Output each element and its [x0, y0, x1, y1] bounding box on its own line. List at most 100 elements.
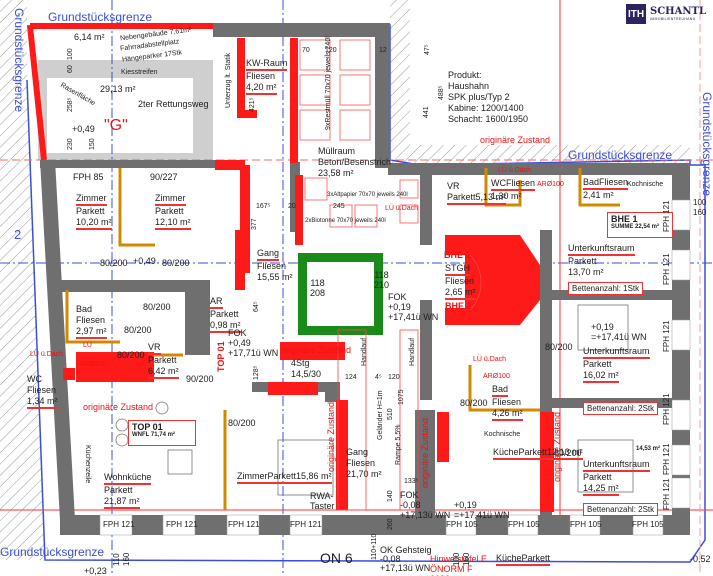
boundary-label-left: Grundstücksgrenze: [12, 8, 26, 113]
logo-name: SCHANTL: [650, 6, 707, 17]
room-area: 21,70 m²: [346, 469, 382, 479]
lawn: [47, 78, 193, 153]
bhe1-marker: BHE 1: [444, 250, 471, 260]
lift-line: Produkt:: [448, 70, 482, 80]
dim: 140: [387, 490, 394, 502]
room-name: WC: [27, 374, 42, 384]
room-floor: Parkett: [568, 256, 597, 266]
room-area: 15,86 m²: [296, 471, 332, 484]
level-text: +0,19: [388, 302, 411, 312]
company-logo: ITH SCHANTL IMMOBILIENTREUHAND: [626, 4, 706, 24]
window-label: FPH 121: [662, 320, 671, 352]
level-text: +0,49: [228, 338, 251, 348]
escape-route-label: 2ter Rettungsweg: [138, 99, 209, 109]
level-text: -0,08: [400, 500, 421, 510]
room-name: STGH: [445, 263, 471, 276]
room-name: Bad: [492, 384, 509, 397]
window-label: FPH 105: [632, 520, 664, 529]
room-name: Gang: [257, 248, 280, 261]
dim: 100: [67, 48, 74, 60]
room-name: Zimmer: [237, 471, 268, 484]
window-label: FPH 121: [662, 478, 671, 510]
ramp-label: Rampe 5,5%: [395, 424, 402, 465]
beds-count-1: Bettenanzahl: 1Stk: [568, 282, 644, 295]
dim: 64⁵: [253, 301, 260, 312]
window-fph85: FPH 85: [73, 172, 104, 182]
dim: 167⁵: [256, 203, 271, 210]
original-state-label: originäre Zustand: [480, 135, 551, 145]
level-text: +17,13ü WN: [400, 510, 451, 520]
room-area: 4,20 m²: [246, 82, 277, 95]
door-dim: 90/200: [186, 374, 214, 384]
room-area: 13,70 m²: [568, 267, 604, 277]
lift-line: SPK plus/Typ 2: [448, 92, 510, 102]
room-floor: Fliesen: [492, 397, 522, 407]
lift-product-info: Produkt: Haushahn SPK plus/Typ 2 Kabine:…: [448, 70, 528, 125]
courtyard-mark: "G": [104, 117, 128, 134]
unit-summary-box: TOP 01 WNFL 71,74 m²: [128, 420, 196, 446]
kitchenette-label: Kochnische: [484, 431, 521, 438]
vent-short-label: LÜ: [83, 342, 92, 349]
level-point: +0,49: [72, 124, 95, 134]
neighbour-hatch-left: [0, 0, 45, 560]
room-area: 0,98 m²: [210, 320, 241, 333]
level-sidewalk: OK Gehsteig-0,08+17,13ü WN: [380, 546, 432, 573]
dim: 488⁵: [438, 85, 445, 100]
dim: 377: [251, 218, 258, 230]
door-dim: 80/200: [228, 418, 256, 428]
level-text: +0,19: [454, 500, 477, 510]
original-state-label: originäre Zustand: [552, 411, 562, 482]
courtyard-area: 29,13 m²: [100, 84, 136, 94]
room-name: Unterkunftsraum: [568, 243, 635, 256]
kitchen-unit-label: Küchenzeile: [84, 445, 91, 484]
room-area: 2,65 m²: [445, 287, 476, 300]
door-dim: 80/200: [545, 342, 573, 352]
room-kueche: KücheParkett12,13 m²: [493, 447, 583, 460]
room-floor: Parkett: [583, 359, 612, 369]
area-label: 6,14 m²: [74, 32, 105, 42]
vent-label: LÜ ü.Dach: [498, 167, 532, 174]
room-name: Bad: [583, 177, 600, 190]
dim: 441: [423, 106, 430, 118]
air-duct-label: ARØ100: [80, 361, 107, 368]
vent-label: LÜ ü.Dach: [385, 205, 419, 212]
room-area: 15,55 m²: [257, 272, 293, 282]
dim: 110+110: [371, 533, 378, 560]
sill-height: 160: [462, 552, 471, 566]
vent-label: LÜ ü.Dach: [30, 351, 64, 358]
room-floor: Parkett: [155, 206, 184, 216]
courtyard-wall-new-left: [27, 25, 47, 161]
level-point-019: +0,19=+17,41ü WN: [591, 322, 647, 342]
dim: 510: [387, 408, 394, 420]
window-label: FPH 121: [662, 443, 671, 475]
door-dim: 80/200: [460, 398, 488, 408]
level-text: +0,19: [591, 322, 614, 332]
logo-subtitle: IMMOBILIENTREUHAND: [650, 17, 696, 21]
level-text: =+17,41ü WN: [591, 332, 647, 342]
dim: 118: [374, 270, 389, 280]
dim: 421⁵: [249, 97, 256, 112]
room-area: 23,58 m²: [318, 168, 354, 178]
room-name: Unterkunftsraum: [583, 346, 650, 359]
level-text: +17,41ü WN: [388, 312, 439, 322]
room-floor: Parkett: [148, 355, 177, 365]
door-dim: 80/200: [143, 302, 171, 312]
kitchenette-label: Kochnische: [627, 181, 664, 188]
room-area: 12,10 m²: [155, 217, 191, 230]
stairs-count: 4Stg: [291, 358, 310, 368]
room-name: WC: [491, 178, 506, 191]
level-corner-left: +0,23: [84, 566, 107, 576]
level-text: FOK: [228, 328, 247, 338]
lift-line: Schacht: 1600/1950: [448, 114, 529, 124]
